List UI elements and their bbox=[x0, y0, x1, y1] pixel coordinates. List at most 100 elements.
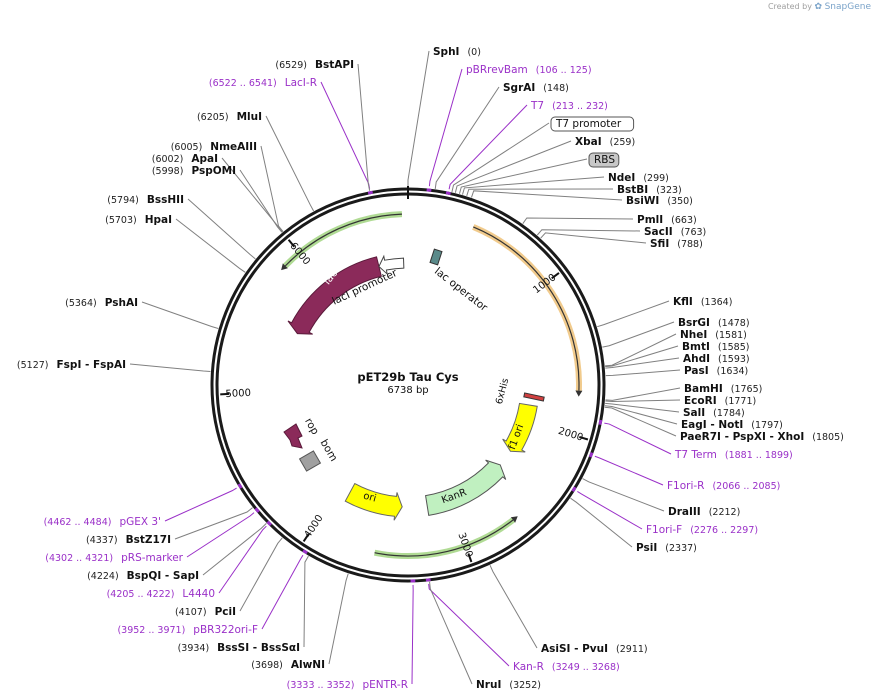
site-label-paer7i-pspxi-xhoi: PaeR7I - PspXI - XhoI(1805) bbox=[680, 431, 844, 443]
orf-kan-arc-glow bbox=[373, 517, 515, 559]
lac-operator-box bbox=[429, 248, 443, 266]
sali-pos: (1784) bbox=[713, 408, 745, 419]
site-label-f1ori-f: F1ori-F(2276 .. 2297) bbox=[646, 524, 758, 536]
f1ori-r-primer-mark bbox=[588, 452, 594, 458]
pmli-pos: (663) bbox=[671, 215, 697, 226]
alwni-pos: (3698) bbox=[251, 660, 283, 671]
pmli-leader bbox=[522, 217, 634, 224]
f1ori-f-primer-mark bbox=[571, 486, 577, 493]
site-label-sacii: SacII(763) bbox=[644, 226, 706, 238]
nmeaiii-name: NmeAIII bbox=[210, 141, 257, 153]
site-label-hpai: (5703)HpaI bbox=[105, 214, 172, 226]
prs-marker-primer-mark bbox=[254, 507, 260, 513]
site-label-pshai: (5364) PshAI bbox=[65, 297, 138, 309]
pshai-pos: (5364) bbox=[65, 298, 97, 309]
pentr-r-pos: (3333 .. 3352) bbox=[287, 680, 355, 691]
sgrai-leader bbox=[434, 86, 500, 189]
site-label-prs-marker: (4302 .. 4321)pRS-marker bbox=[45, 552, 183, 564]
paer7i-pspxi-xhoi-leader bbox=[604, 406, 677, 437]
tick-1000 bbox=[551, 272, 560, 280]
site-label-apai: (6002)ApaI bbox=[152, 153, 218, 165]
pshai-name: PshAI bbox=[105, 297, 138, 309]
lacI-arrow bbox=[287, 256, 382, 335]
kan-r-name: Kan-R bbox=[513, 661, 544, 673]
site-label-pspomi: (5998)PspOMI bbox=[152, 165, 236, 177]
kan-r-leader bbox=[428, 583, 510, 667]
bamhi-leader bbox=[605, 387, 681, 401]
bsshii-name: BssHII bbox=[147, 194, 184, 206]
t7-primer-mark bbox=[445, 191, 451, 196]
pbrrevbam-leader bbox=[428, 68, 463, 187]
bsiwi-pos: (350) bbox=[667, 196, 693, 207]
site-label-laci-r: (6522 .. 6541)LacI-R bbox=[209, 77, 317, 89]
ecori-pos: (1771) bbox=[725, 396, 757, 407]
pshai-leader bbox=[141, 301, 219, 329]
ecori-name: EcoRI bbox=[684, 395, 717, 407]
pasi-pos: (1634) bbox=[717, 366, 749, 377]
site-label-bstz17i: (4337)BstZ17I bbox=[86, 534, 171, 546]
prs-marker-pos: (4302 .. 4321) bbox=[45, 553, 113, 564]
site-label-fspi-fspai: (5127)FspI - FspAI bbox=[17, 359, 126, 371]
site-label-l4440: (4205 .. 4222)L4440 bbox=[107, 588, 215, 600]
fspi-fspai-name: FspI - FspAI bbox=[57, 359, 127, 371]
feature-label-ori: ori bbox=[362, 491, 377, 505]
snapgene-logo-icon: ✿ bbox=[814, 2, 823, 12]
xbai-name: XbaI bbox=[575, 136, 602, 148]
nhei-leader bbox=[605, 333, 677, 367]
asisi-pvui-leader bbox=[489, 565, 538, 649]
bsiwi-name: BsiWI bbox=[626, 195, 659, 207]
bspqi-sapi-name: BspQI - SapI bbox=[127, 570, 199, 582]
nrui-name: NruI bbox=[476, 679, 501, 691]
nrui-pos: (3252) bbox=[509, 680, 541, 691]
bsshii-leader bbox=[187, 198, 256, 260]
nhei-name: NheI bbox=[680, 329, 707, 341]
credit-brand: SnapGene bbox=[824, 2, 871, 12]
site-label-psii: PsiI(2337) bbox=[636, 542, 697, 554]
site-label-sgrai: SgrAI(148) bbox=[503, 82, 569, 94]
bmti-pos: (1585) bbox=[718, 342, 750, 353]
bom-box bbox=[298, 450, 322, 472]
ahdi-pos: (1593) bbox=[718, 354, 750, 365]
his-tag-mark bbox=[523, 392, 545, 402]
bstz17i-leader bbox=[174, 507, 253, 540]
bsiwi-leader bbox=[471, 190, 623, 201]
ori-arrow bbox=[344, 482, 403, 521]
tick-label-5000: 5000 bbox=[225, 388, 251, 400]
tick-3000 bbox=[467, 553, 473, 563]
f1ori-f-pos: (2276 .. 2297) bbox=[690, 525, 758, 536]
rbs-leader bbox=[458, 158, 588, 194]
sphi-leader bbox=[407, 50, 430, 187]
l4440-pos: (4205 .. 4222) bbox=[107, 589, 175, 600]
site-label-t7-promoter: T7 promoter bbox=[555, 118, 622, 130]
site-label-ahdi: AhdI(1593) bbox=[683, 353, 750, 365]
alwni-leader bbox=[328, 573, 349, 665]
site-label-rbs: RBS bbox=[594, 154, 615, 166]
site-label-bspqi-sapi: (4224)BspQI - SapI bbox=[87, 570, 199, 582]
asisi-pvui-name: AsiSI - PvuI bbox=[541, 643, 608, 655]
alwni-name: AlwNI bbox=[291, 659, 325, 671]
site-label-pbrrevbam: pBRrevBam(106 .. 125) bbox=[466, 64, 592, 76]
site-label-bstapi: (6529)BstAPI bbox=[275, 59, 354, 71]
f1ori-f-leader bbox=[577, 490, 643, 530]
mlui-leader bbox=[265, 115, 315, 212]
site-label-nmeaiii: (6005)NmeAIII bbox=[171, 141, 257, 153]
site-label-bstbi: BstBI(323) bbox=[617, 184, 682, 196]
pbr322ori-f-leader bbox=[261, 554, 304, 630]
bspqi-sapi-leader bbox=[202, 522, 267, 576]
t7-term-name: T7 Term bbox=[674, 449, 717, 461]
apai-pos: (6002) bbox=[152, 154, 184, 165]
rop-arrow bbox=[283, 423, 303, 449]
site-label-pcii: (4107)PciI bbox=[175, 606, 236, 618]
t7-pos: (213 .. 232) bbox=[552, 101, 608, 112]
f1ori-r-leader bbox=[594, 455, 664, 486]
ecori-leader bbox=[605, 399, 681, 403]
ndei-name: NdeI bbox=[608, 172, 635, 184]
sacii-name: SacII bbox=[644, 226, 673, 238]
site-label-draiii: DraIII(2212) bbox=[668, 506, 740, 518]
tick-6000 bbox=[287, 239, 296, 248]
site-label-sali: SalI(1784) bbox=[683, 407, 745, 419]
orf-kan-arc-arrowhead bbox=[510, 516, 518, 523]
site-label-xbai: XbaI(259) bbox=[575, 136, 635, 148]
ahdi-leader bbox=[605, 357, 680, 369]
